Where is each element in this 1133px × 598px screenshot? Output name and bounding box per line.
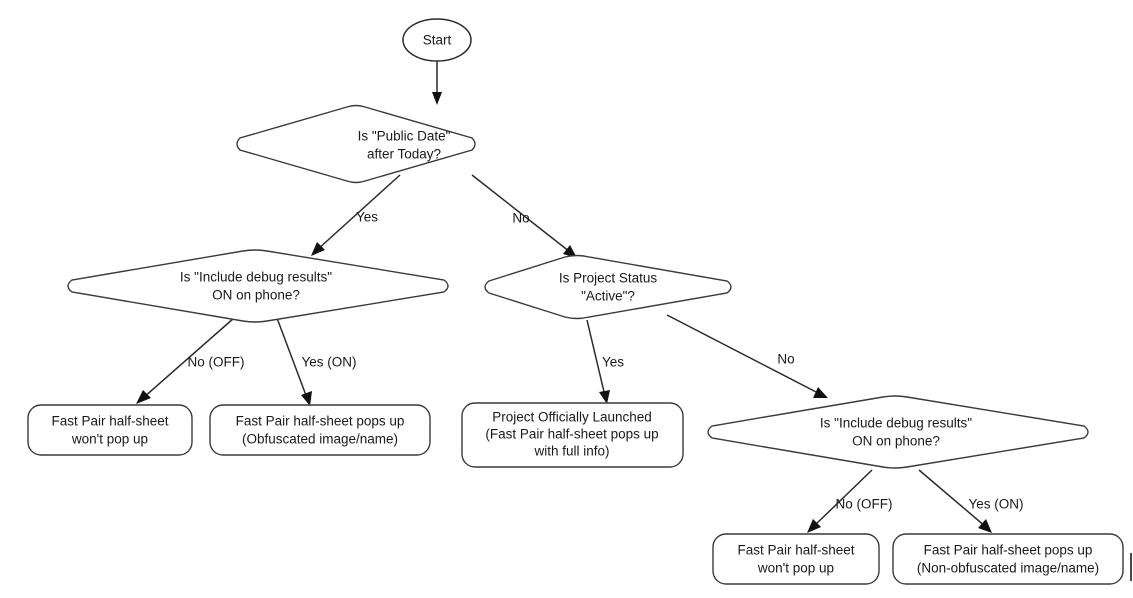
- edge-label-debug-right-no: No (OFF): [836, 497, 893, 512]
- node-debug-right-line-2: ON on phone?: [852, 434, 940, 449]
- node-project-status-decision[interactable]: Is Project Status "Active"?: [484, 254, 732, 320]
- edge-label-project-status-no: No: [777, 352, 794, 367]
- edge-start-to-public-date: [432, 61, 442, 105]
- node-nonobfuscated-popup-line-1: Fast Pair half-sheet pops up: [924, 543, 1093, 558]
- edge-debug-left-yes: Yes (ON): [276, 317, 357, 406]
- node-debug-left-line-1: Is "Include debug results": [180, 270, 332, 285]
- edge-label-debug-right-yes: Yes (ON): [968, 497, 1023, 512]
- node-officially-launched-line-2: (Fast Pair half-sheet pops up: [485, 427, 658, 442]
- edge-label-debug-left-no: No (OFF): [188, 355, 245, 370]
- edge-debug-right-no: No (OFF): [807, 469, 893, 533]
- node-obfuscated-popup-line-1: Fast Pair half-sheet pops up: [236, 414, 405, 429]
- node-debug-left-line-2: ON on phone?: [212, 288, 300, 303]
- node-debug-right-line-1: Is "Include debug results": [820, 416, 972, 431]
- node-no-popup-left-line-2: won't pop up: [71, 432, 148, 447]
- edge-public-date-yes: Yes: [311, 174, 401, 256]
- edge-label-debug-left-yes: Yes (ON): [301, 355, 356, 370]
- node-no-popup-left[interactable]: Fast Pair half-sheet won't pop up: [27, 404, 193, 456]
- node-officially-launched-line-1: Project Officially Launched: [492, 410, 652, 425]
- edge-label-project-status-yes: Yes: [602, 355, 624, 370]
- node-debug-right-decision[interactable]: Is "Include debug results" ON on phone?: [707, 395, 1089, 469]
- node-officially-launched-line-3: with full info): [533, 444, 609, 459]
- node-obfuscated-popup[interactable]: Fast Pair half-sheet pops up (Obfuscated…: [209, 404, 431, 456]
- edge-project-status-yes: Yes: [586, 319, 624, 404]
- node-no-popup-right-line-2: won't pop up: [757, 561, 834, 576]
- edge-label-public-date-no: No: [512, 211, 529, 226]
- edge-debug-right-yes: Yes (ON): [918, 469, 1024, 533]
- edge-public-date-no: No: [471, 174, 577, 258]
- node-nonobfuscated-popup-line-2: (Non-obfuscated image/name): [917, 561, 1099, 576]
- node-public-date-decision[interactable]: Is "Public Date" after Today?: [236, 104, 476, 184]
- node-start-label: Start: [423, 33, 452, 48]
- node-obfuscated-popup-line-2: (Obfuscated image/name): [242, 432, 398, 447]
- node-public-date-line-2: after Today?: [367, 147, 441, 162]
- node-no-popup-right-line-1: Fast Pair half-sheet: [737, 543, 854, 558]
- node-nonobfuscated-popup[interactable]: Fast Pair half-sheet pops up (Non-obfusc…: [892, 533, 1124, 585]
- node-debug-left-decision[interactable]: Is "Include debug results" ON on phone?: [67, 249, 449, 323]
- node-project-status-line-1: Is Project Status: [559, 271, 658, 286]
- edge-project-status-no: No: [666, 314, 828, 398]
- node-start[interactable]: Start: [402, 18, 472, 62]
- edge-debug-left-no: No (OFF): [136, 317, 245, 404]
- node-no-popup-left-line-1: Fast Pair half-sheet: [51, 414, 168, 429]
- node-public-date-line-1: Is "Public Date": [358, 129, 451, 144]
- node-project-status-line-2: "Active"?: [581, 289, 635, 304]
- node-no-popup-right[interactable]: Fast Pair half-sheet won't pop up: [712, 533, 880, 585]
- node-officially-launched[interactable]: Project Officially Launched (Fast Pair h…: [461, 402, 684, 468]
- edge-label-public-date-yes: Yes: [356, 210, 378, 225]
